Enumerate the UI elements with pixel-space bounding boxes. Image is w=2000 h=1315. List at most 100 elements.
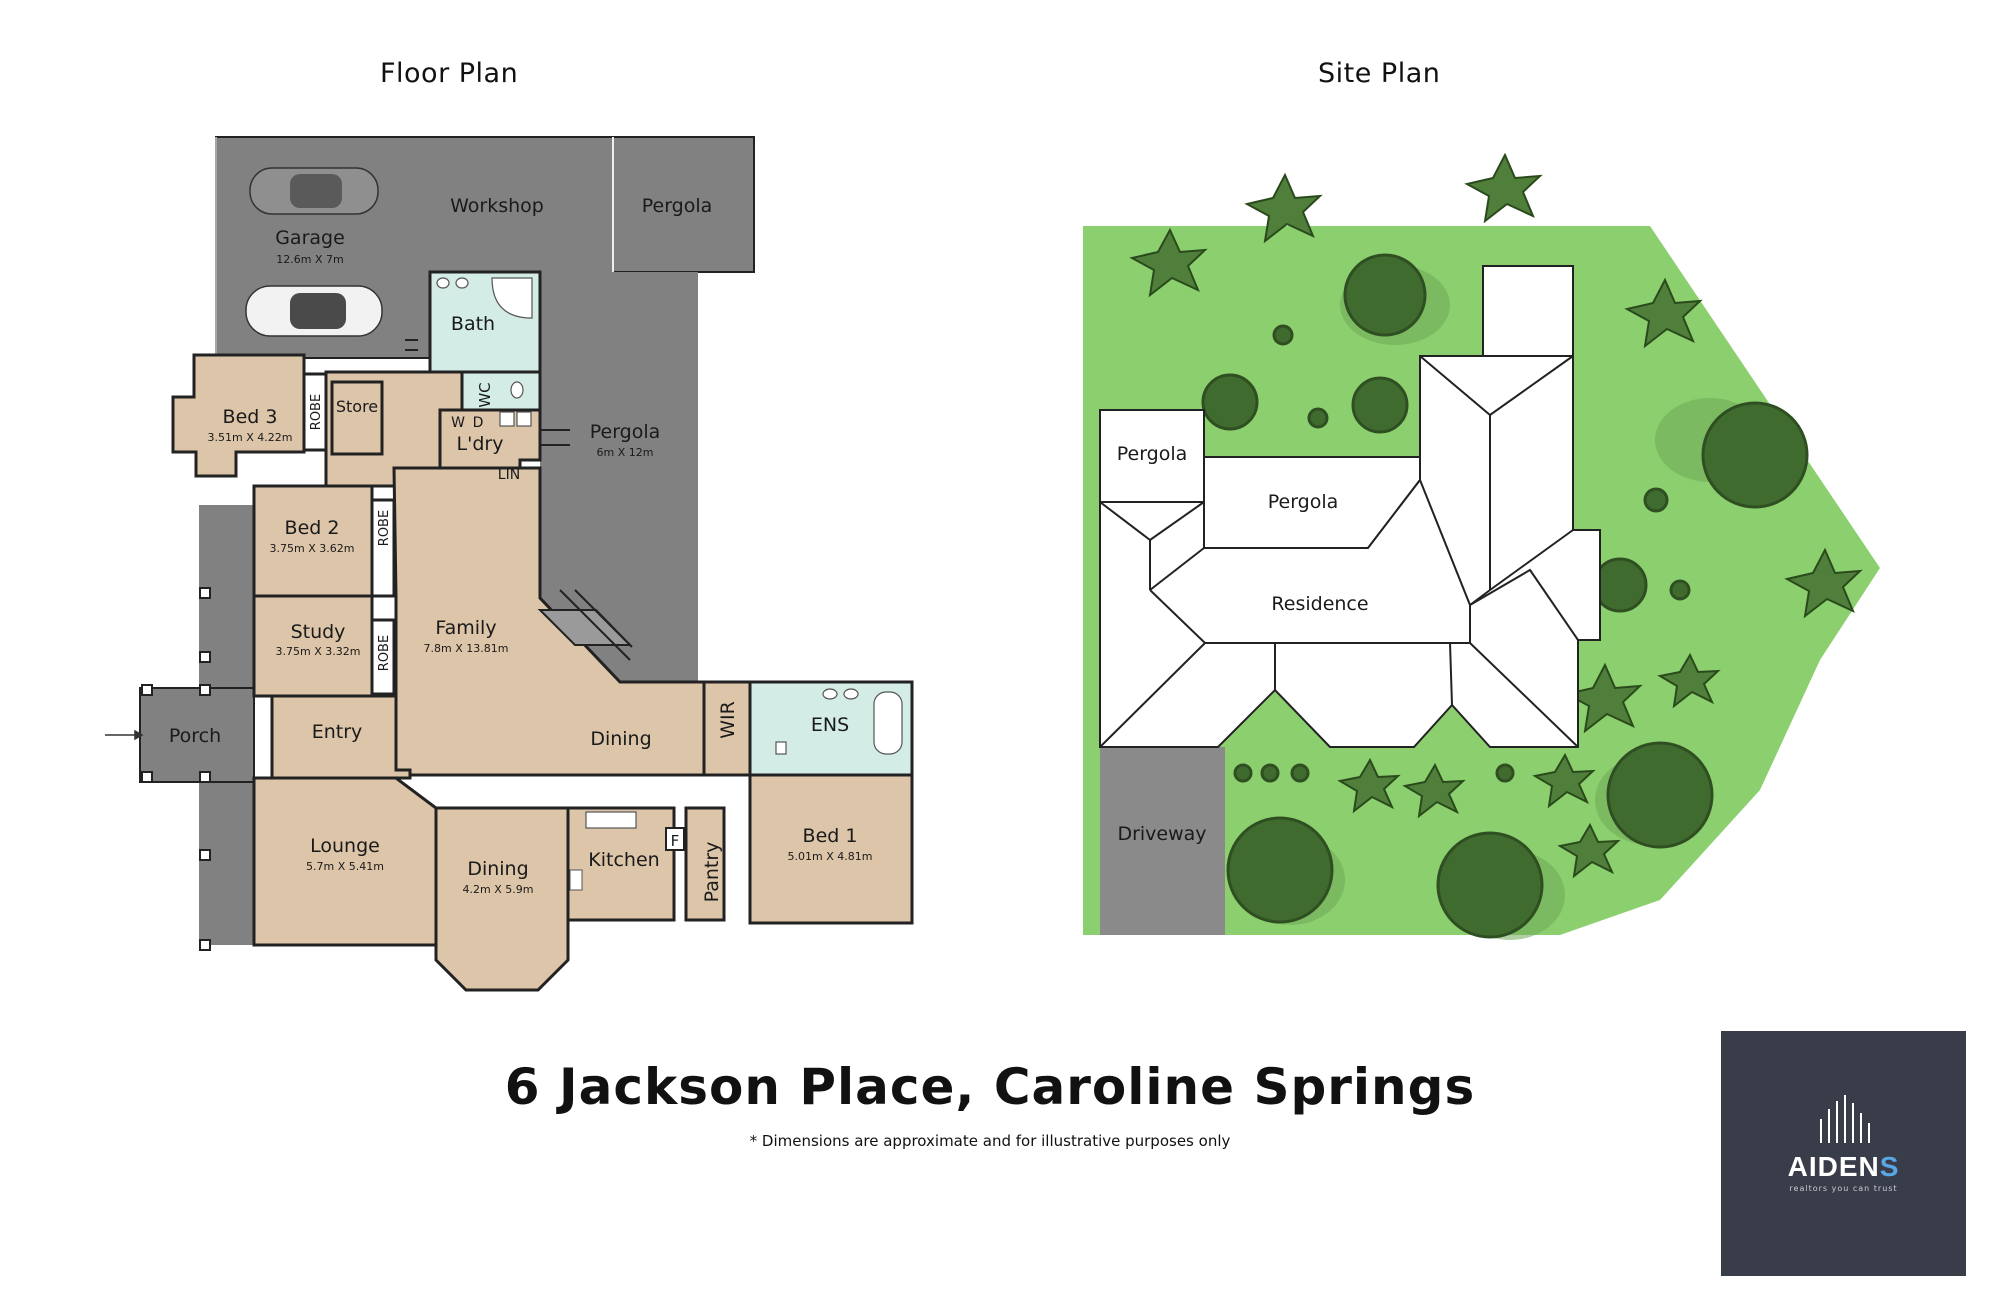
linen-label: LIN xyxy=(498,467,520,483)
palm-tree-icon xyxy=(1337,757,1401,814)
fridge-box xyxy=(665,827,685,851)
lounge-label: Lounge xyxy=(310,835,380,857)
dining-formal-dims: 4.2m X 5.9m xyxy=(463,883,534,896)
driveway-area xyxy=(1100,747,1225,935)
building-logo-icon xyxy=(1820,1095,1870,1143)
washer-label: W xyxy=(451,415,465,431)
stove-icon xyxy=(569,869,583,891)
kitchen-label: Kitchen xyxy=(588,849,659,871)
residence-label: Residence xyxy=(1271,593,1368,615)
tree-icon xyxy=(1495,763,1515,783)
tree-icon xyxy=(1233,763,1253,783)
bed2-label: Bed 2 xyxy=(285,517,340,539)
tree-icon xyxy=(1606,741,1714,849)
palm-tree-icon xyxy=(1657,652,1721,709)
robe1-label: ROBE xyxy=(309,394,324,430)
tree-icon xyxy=(1592,557,1648,613)
buildings xyxy=(1099,265,1601,748)
wc-label: WC xyxy=(476,382,494,407)
wir-label: WIR xyxy=(717,701,739,739)
pergola-side-dims: 6m X 12m xyxy=(597,446,654,459)
wir-shape xyxy=(702,680,752,777)
workshop-label: Workshop xyxy=(450,195,544,217)
porch-slab xyxy=(139,687,255,783)
pergola-side-label: Pergola xyxy=(590,421,661,443)
bath-label: Bath xyxy=(451,313,495,335)
bed2-shape xyxy=(252,484,374,598)
dining-formal-label: Dining xyxy=(467,858,528,880)
palm-trees xyxy=(1129,152,1863,879)
pergola-top-label: Pergola xyxy=(642,195,713,217)
lounge-dims: 5.7m X 5.41m xyxy=(306,860,384,873)
site-labels: Pergola Pergola Residence Driveway xyxy=(1117,443,1369,845)
fridge-label: F xyxy=(671,832,680,850)
brand-tagline: realtors you can trust xyxy=(1789,1184,1898,1193)
wc-shape xyxy=(460,370,542,412)
property-address: 6 Jackson Place, Caroline Springs xyxy=(504,1058,1476,1116)
laundry-label: L'dry xyxy=(457,433,504,455)
robe3-label: ROBE xyxy=(377,635,392,671)
tree-icon xyxy=(1260,763,1280,783)
robe2-label: ROBE xyxy=(377,510,392,546)
disclaimer-text: * Dimensions are approximate and for ill… xyxy=(749,1132,1231,1150)
tree-icon xyxy=(1226,816,1334,924)
study-label: Study xyxy=(291,621,346,643)
ens-label: ENS xyxy=(811,714,849,736)
stairs-icon xyxy=(405,339,633,661)
palm-tree-icon xyxy=(1624,277,1703,349)
tree-icon xyxy=(1701,401,1809,509)
store-label: Store xyxy=(336,397,378,416)
roof-hip-lines xyxy=(1099,355,1579,748)
fixtures xyxy=(436,277,903,755)
dining-open-label: Dining xyxy=(590,728,651,750)
pantry-label: Pantry xyxy=(701,842,723,903)
bed1-dims: 5.01m X 4.81m xyxy=(788,850,873,863)
family-dims: 7.8m X 13.81m xyxy=(424,642,509,655)
bed1-label: Bed 1 xyxy=(803,825,858,847)
car-icon xyxy=(245,285,383,337)
site-pergola-center-label: Pergola xyxy=(1268,491,1339,513)
tree-icon xyxy=(1290,763,1310,783)
tree-icon xyxy=(1343,253,1427,337)
tree-icon xyxy=(1643,487,1669,513)
bed3-dims: 3.51m X 4.22m xyxy=(208,431,293,444)
site-pergola-left-label: Pergola xyxy=(1117,443,1188,465)
entrance-arrow-icon xyxy=(105,729,144,741)
car-icon xyxy=(249,167,379,215)
bed3-label: Bed 3 xyxy=(223,406,278,428)
palm-tree-icon xyxy=(1464,152,1543,224)
verandah-posts xyxy=(141,587,211,951)
interior-rooms xyxy=(171,353,914,992)
tree-icon xyxy=(1351,376,1409,434)
bed2-dims: 3.75m X 3.62m xyxy=(270,542,355,555)
store-shape xyxy=(330,380,384,456)
dryer-label: D xyxy=(473,415,484,431)
residence-roof xyxy=(1099,355,1601,748)
palm-tree-icon xyxy=(1784,547,1863,619)
palm-tree-icon xyxy=(1557,822,1621,879)
palm-tree-icon xyxy=(1244,172,1323,244)
tree-icon xyxy=(1272,324,1294,346)
entry-label: Entry xyxy=(312,721,363,743)
tree-icon xyxy=(1669,579,1691,601)
robe3-shape xyxy=(370,618,396,696)
tree-icon xyxy=(1201,373,1259,431)
study-dims: 3.75m X 3.32m xyxy=(276,645,361,658)
brand-logo: AIDENS realtors you can trust xyxy=(1721,1031,1966,1276)
garage-dims: 12.6m X 7m xyxy=(276,253,343,266)
brand-name: AIDENS xyxy=(1787,1151,1900,1182)
palm-tree-icon xyxy=(1532,752,1596,809)
site-plan-heading: Site Plan xyxy=(1318,58,1441,89)
porch-label: Porch xyxy=(169,725,221,747)
room-labels: Garage 12.6m X 7m Workshop Pergola Bath … xyxy=(169,195,873,902)
tree-icon xyxy=(1307,407,1329,429)
tree-icon xyxy=(1436,831,1544,939)
driveway-label: Driveway xyxy=(1117,823,1206,845)
palm-tree-icon xyxy=(1129,227,1208,298)
bed1-shape xyxy=(748,773,914,925)
family-label: Family xyxy=(435,617,496,639)
kitchen-bench xyxy=(585,811,637,829)
pantry-shape xyxy=(684,806,726,922)
